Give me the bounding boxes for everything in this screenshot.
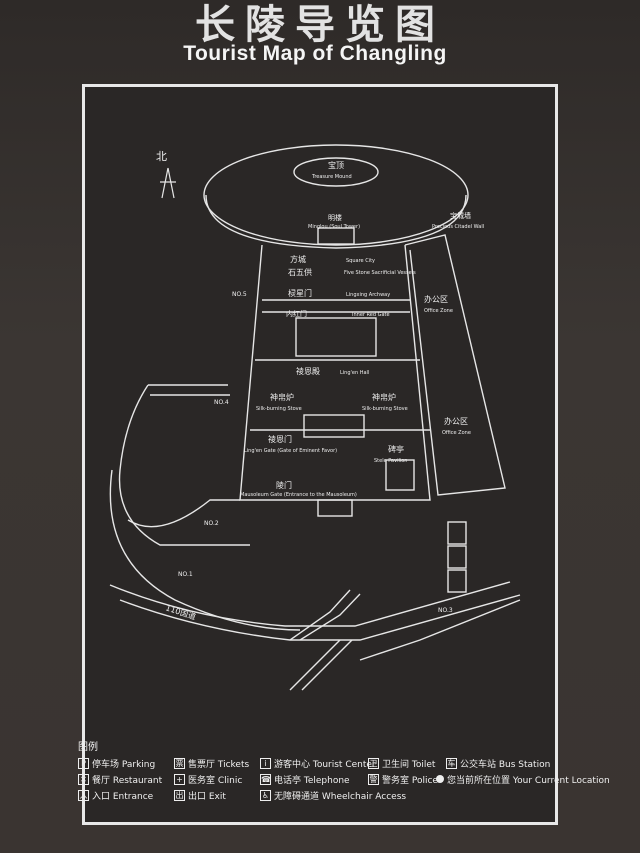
label-soul-tower: 明楼 (328, 213, 342, 222)
label-five-stone: 石五供 (288, 267, 312, 277)
parking-icon: P (78, 757, 89, 769)
label-five-stone-en: Five Stone Sacrificial Vessels (344, 270, 416, 276)
label-red-gate-en: Inner Red Gate (352, 312, 390, 318)
label-office1: 办公区 (424, 294, 448, 304)
legend-bus: 车公交车站 Bus Station (446, 757, 551, 770)
label-lingen-gate-en: Ling'en Gate (Gate of Eminent Favor) (244, 448, 337, 454)
clinic-icon: + (174, 773, 185, 785)
label-lingen-gate: 祾恩门 (268, 434, 292, 444)
label-stele-pavilion: 碑亭 (388, 444, 404, 454)
office-zone-boundary (404, 234, 506, 496)
label-no1: NO.1 (178, 571, 193, 578)
label-office1-en: Office Zone (424, 308, 453, 314)
legend-toilet: 卫卫生间 Toilet (368, 757, 436, 770)
legend-clinic: +医务室 Clinic (174, 772, 242, 786)
legend-telephone: ☎电话亭 Telephone (260, 773, 350, 786)
bus-icon: 车 (446, 757, 457, 769)
label-no2: NO.2 (204, 520, 219, 527)
road-110 (119, 594, 521, 641)
treasure-mound-outline (203, 144, 469, 246)
label-stove-left: 神帛炉 (270, 392, 294, 402)
ticket-icon: 票 (174, 757, 185, 769)
legend-entrance: 入入口 Entrance (78, 789, 154, 802)
mausoleum-gate-icon (317, 499, 353, 517)
label-no4: NO.4 (214, 399, 229, 406)
label-office2-en: Office Zone (442, 430, 471, 436)
label-red-gate: 内红门 (286, 309, 307, 318)
treasure-mound-core (293, 157, 379, 187)
label-precious-wall: 宝城墙 (450, 211, 471, 220)
label-stove-right: 神帛炉 (372, 392, 396, 402)
label-lingen-hall: 祾恩殿 (296, 366, 320, 376)
legend-wheelchair: ♿无障碍通道 Wheelchair Access (260, 789, 407, 802)
legend-restaurant: ✕餐厅 Restaurant (78, 772, 162, 786)
label-office2: 办公区 (444, 416, 468, 426)
map-panel (82, 84, 558, 825)
label-archway-en: Lingxing Archway (346, 292, 390, 298)
restaurant-icon: ✕ (78, 773, 89, 785)
label-mausoleum-gate: 陵门 (276, 480, 292, 490)
police-icon: 警 (368, 773, 379, 785)
legend-exit: 出出口 Exit (174, 789, 226, 802)
legend-police: 警警务室 Police (368, 773, 438, 786)
label-lingen-hall-en: Ling'en Hall (340, 370, 369, 376)
telephone-icon: ☎ (260, 773, 271, 785)
legend-current-location: 您当前所在位置 Your Current Location (436, 772, 610, 786)
label-square-city: 方城 (290, 254, 306, 264)
label-mausoleum-gate-en: Mausoleum Gate (Entrance to the Mausoleu… (240, 492, 357, 498)
label-no3: NO.3 (438, 607, 453, 614)
info-icon: i (260, 757, 271, 769)
title-english: Tourist Map of Changling (183, 42, 447, 65)
north-label: 北 (156, 150, 167, 163)
stele-pavilion-icon (385, 459, 415, 491)
label-no5: NO.5 (232, 291, 247, 298)
entrance-icon: 入 (78, 789, 89, 801)
lingen-hall-icon (295, 317, 377, 357)
legend-title: 图例 (78, 742, 98, 753)
label-square-city-en: Square City (346, 258, 375, 264)
label-soul-tower-en: Minglou (Soul Tower) (308, 224, 360, 230)
label-treasure-mound-en: Treasure Mound (311, 174, 352, 180)
lingen-gate-icon (303, 414, 365, 438)
label-treasure-mound: 宝顶 (328, 160, 344, 170)
exit-icon: 出 (174, 789, 185, 801)
label-stele-pavilion-en: Stele Pavilion (374, 458, 407, 464)
label-stove-right-en: Silk-burning Stove (362, 406, 408, 412)
label-stove-left-en: Silk-burning Stove (256, 406, 302, 412)
north-arrow-icon (160, 167, 176, 199)
legend-tickets: 票售票厅 Tickets (174, 757, 250, 770)
current-location-icon (436, 775, 444, 783)
toilet-icon: 卫 (368, 757, 379, 769)
label-road: 110国道 (164, 602, 197, 621)
wheelchair-icon: ♿ (260, 789, 271, 801)
label-archway: 棂星门 (288, 288, 312, 298)
label-precious-wall-en: Precious Citadel Wall (432, 224, 484, 230)
soul-tower-icon (317, 227, 355, 245)
